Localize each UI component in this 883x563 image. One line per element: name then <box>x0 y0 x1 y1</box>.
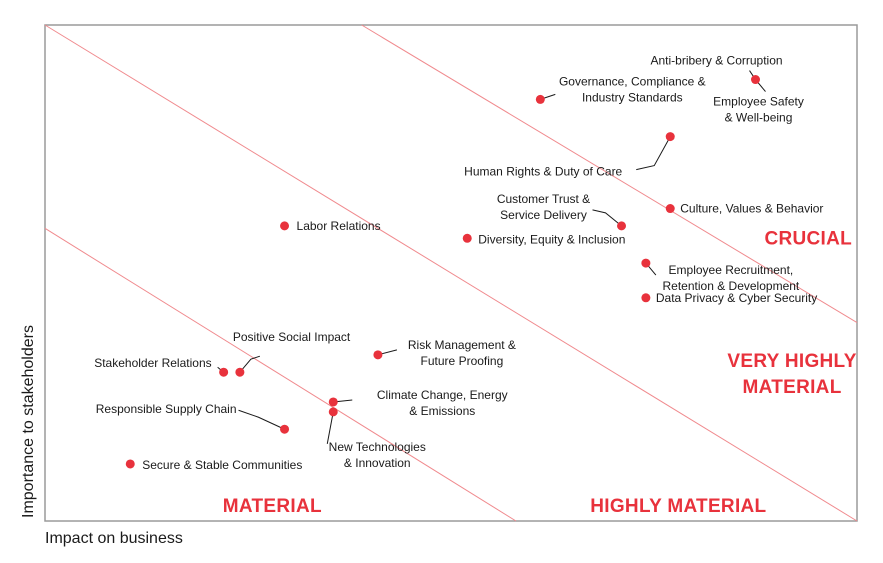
point-label-employee-recruitment-retention-development: Employee Recruitment,Retention & Develop… <box>663 263 800 293</box>
zone-label-highly-material: HIGHLY MATERIAL <box>590 496 766 517</box>
zone-label-material: MATERIAL <box>223 496 322 517</box>
point-label-climate-change-energy-emissions: Climate Change, Energy& Emissions <box>377 388 508 418</box>
point-label-responsible-supply-chain: Responsible Supply Chain <box>96 402 237 416</box>
zone-label-crucial: CRUCIAL <box>764 228 852 249</box>
point-label-diversity-equity-inclusion: Diversity, Equity & Inclusion <box>478 232 625 246</box>
point-label-customer-trust-service-delivery: Customer Trust &Service Delivery <box>497 192 590 222</box>
point-stakeholder-relations <box>219 367 229 377</box>
point-governance-compliance-industry-standards <box>535 94 545 104</box>
point-label-positive-social-impact: Positive Social Impact <box>233 330 351 344</box>
leader-positive-social-impact <box>239 355 261 373</box>
point-risk-management-future-proofing <box>373 350 383 360</box>
leader-responsible-supply-chain <box>238 409 285 430</box>
point-secure-stable-communities <box>125 459 135 469</box>
point-employee-recruitment-retention-development <box>641 258 651 268</box>
plot-frame <box>44 24 858 522</box>
point-label-culture-values-behavior: Culture, Values & Behavior <box>680 202 823 216</box>
point-new-technologies-innovation <box>328 407 338 417</box>
point-anti-bribery-corruption <box>751 75 760 85</box>
point-label-employee-safety-well-being: Employee Safety& Well-being <box>713 95 804 125</box>
point-label-labor-relations: Labor Relations <box>297 219 381 233</box>
point-human-rights-duty-of-care <box>665 132 675 142</box>
point-label-stakeholder-relations: Stakeholder Relations <box>94 356 211 370</box>
point-diversity-equity-inclusion <box>462 233 472 243</box>
point-label-data-privacy-cyber-security: Data Privacy & Cyber Security <box>656 291 817 305</box>
point-data-privacy-cyber-security <box>641 293 651 303</box>
point-label-risk-management-future-proofing: Risk Management &Future Proofing <box>408 338 516 368</box>
leader-customer-trust-service-delivery <box>592 209 622 227</box>
point-label-human-rights-duty-of-care: Human Rights & Duty of Care <box>464 165 622 179</box>
zone-boundary-lines <box>44 24 858 522</box>
point-label-new-technologies-innovation: New Technologies& Innovation <box>329 440 426 470</box>
point-customer-trust-service-delivery <box>617 221 627 231</box>
point-label-governance-compliance-industry-standards: Governance, Compliance &Industry Standar… <box>559 74 706 104</box>
leader-human-rights-duty-of-care <box>636 136 671 171</box>
zone-line-highly-crucial <box>44 24 858 522</box>
point-labor-relations <box>280 221 290 231</box>
point-culture-values-behavior <box>665 204 675 214</box>
point-responsible-supply-chain <box>280 424 290 434</box>
x-axis-title: Impact on business <box>45 530 183 547</box>
point-label-secure-stable-communities: Secure & Stable Communities <box>142 458 302 472</box>
point-label-anti-bribery-corruption: Anti-bribery & Corruption <box>651 54 783 68</box>
y-axis-title: Importance to stakeholders <box>20 325 37 518</box>
data-points <box>125 75 760 469</box>
zone-line-material-highly <box>44 227 517 522</box>
point-positive-social-impact <box>235 367 245 377</box>
zone-line-crucial-top <box>361 24 858 324</box>
leader-new-technologies-innovation <box>326 411 334 444</box>
point-climate-change-energy-emissions <box>328 397 338 407</box>
